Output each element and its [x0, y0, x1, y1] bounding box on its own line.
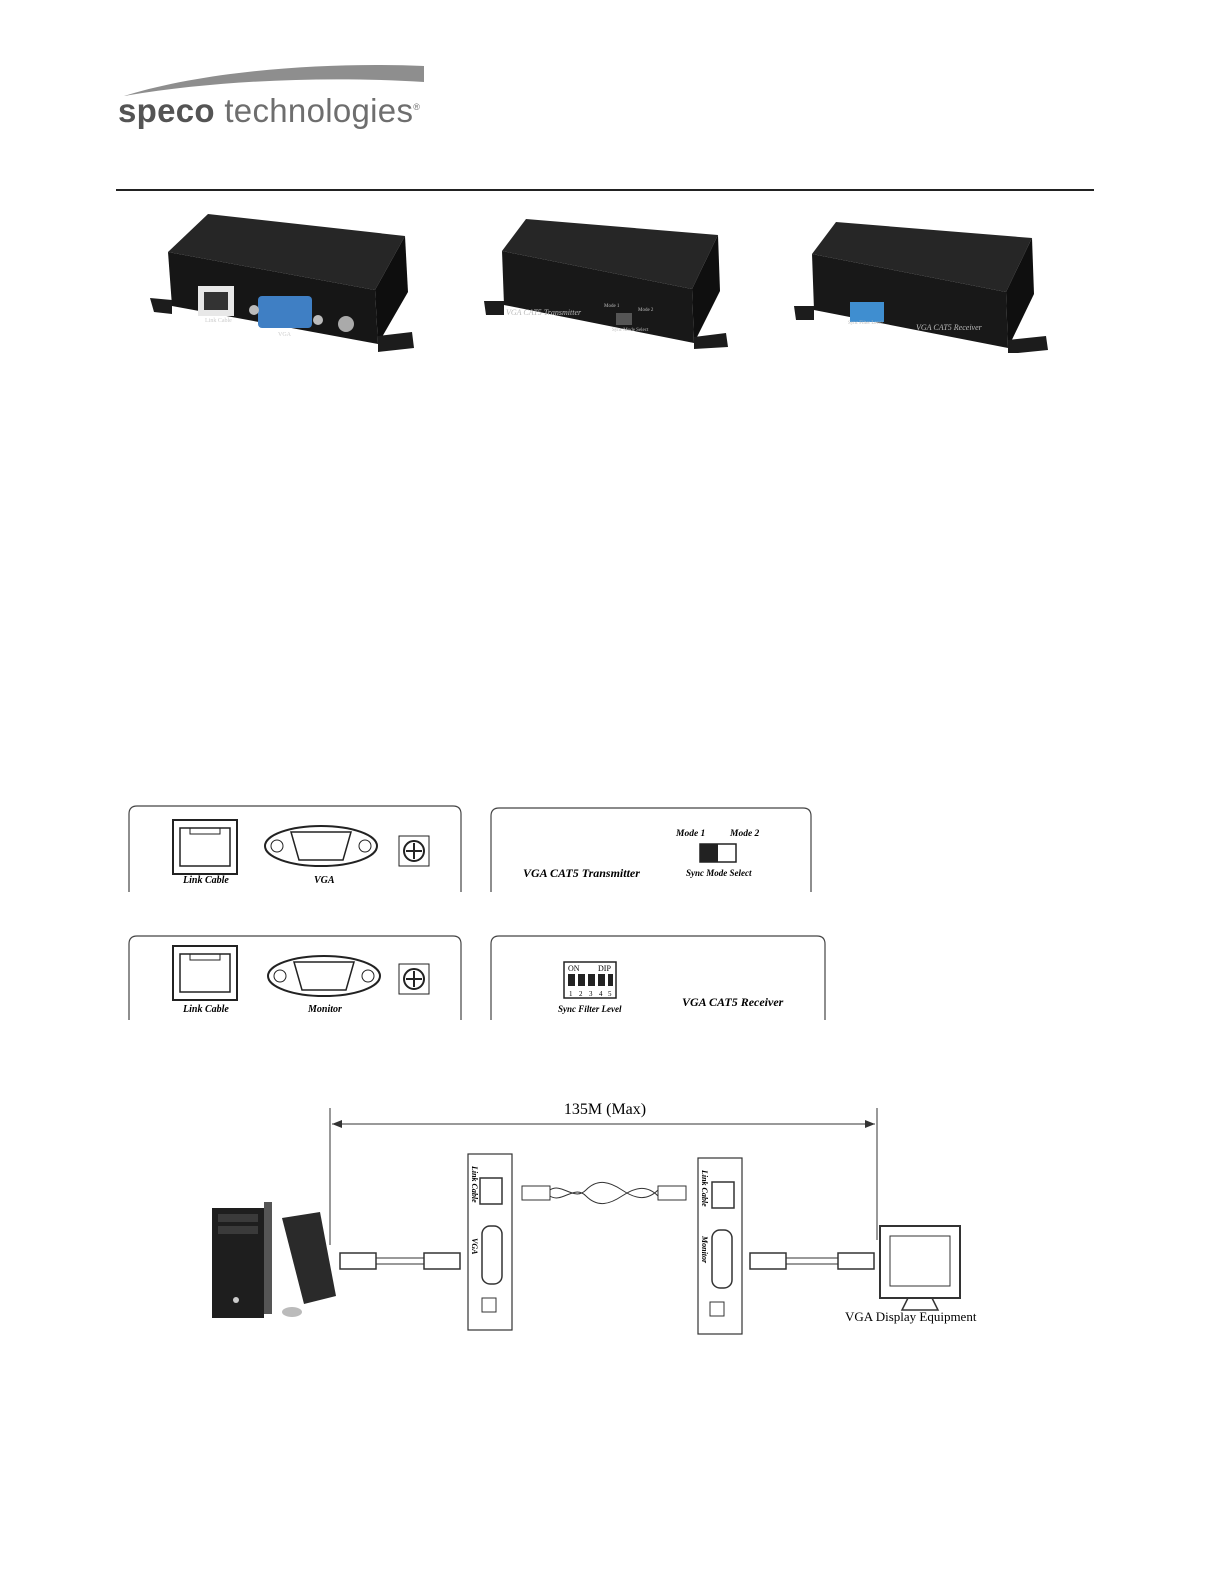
photo-mode1: Mode 1 — [604, 304, 620, 309]
photo-vga-label: VGA — [278, 332, 292, 338]
diagram-tx-vga-label: VGA — [470, 1238, 479, 1255]
vga-cable-icon — [340, 1253, 460, 1269]
photo-rx-model: VGA CAT5 Receiver — [916, 323, 983, 332]
tx-model-label: VGA CAT5 Transmitter — [523, 866, 640, 880]
photo-transmitter-front: VGA CAT5 Transmitter Mode 1 Mode 2 Sync … — [480, 215, 730, 350]
diagram-rx-port-label: Link Cable — [700, 1169, 709, 1207]
dip-on-label: ON — [568, 964, 580, 973]
photo-tx-model: VGA CAT5 Transmitter — [506, 308, 582, 317]
dip-num-5: 5 — [608, 990, 612, 998]
vga-port-icon — [265, 826, 377, 866]
tx-mode1-label: Mode 1 — [675, 829, 705, 839]
monitor-icon — [880, 1226, 960, 1310]
logo-bold-text: speco — [118, 92, 215, 129]
diagram-tx-port-label: Link Cable — [470, 1165, 479, 1203]
tx-rear-vga-label: VGA — [314, 875, 335, 886]
dip-label: DIP — [598, 964, 611, 973]
panel-tx-rear: Link Cable VGA — [128, 804, 462, 892]
photo-receiver-front: Sync Filter Level VGA CAT5 Receiver — [792, 218, 1052, 353]
connection-diagram: 135M (Max) Link Cable VGA Lin — [200, 1090, 1020, 1340]
tx-mode2-label: Mode 2 — [729, 829, 760, 839]
vga-cable-icon — [750, 1253, 874, 1269]
logo-light-text: technologies — [224, 92, 413, 129]
photo-transmitter-rear: Link Cable VGA — [150, 210, 420, 355]
panel-rx-front: ON DIP 1 2 3 4 5 Sync Filter Level VGA C… — [490, 934, 826, 1020]
rx-switch-label: Sync Filter Level — [558, 1004, 622, 1014]
ground-screw-icon — [399, 836, 429, 866]
diagram-rx-monitor-label: Monitor — [700, 1235, 709, 1264]
photo-link-label: Link Cable — [205, 318, 232, 324]
dip-num-2: 2 — [579, 990, 583, 998]
rj45-port-icon — [173, 820, 237, 874]
rx-rear-monitor-label: Monitor — [307, 1004, 342, 1015]
header-rule — [116, 189, 1094, 191]
ground-screw-icon — [399, 964, 429, 994]
rj45-port-icon — [173, 946, 237, 1000]
registered-mark: ® — [413, 102, 420, 112]
vga-port-icon — [268, 956, 380, 996]
dip-num-4: 4 — [599, 990, 603, 998]
tx-rear-port-label: Link Cable — [182, 875, 229, 886]
rx-rear-port-label: Link Cable — [182, 1004, 229, 1015]
distance-label: 135M (Max) — [564, 1101, 646, 1118]
sync-mode-switch — [700, 844, 736, 862]
logo-wordmark: speco technologies® — [118, 92, 420, 130]
dip-num-3: 3 — [589, 990, 593, 998]
computer-icon — [212, 1202, 336, 1318]
photo-switch-label: Sync Mode Select — [612, 328, 649, 333]
display-equipment-label: VGA Display Equipment — [845, 1309, 977, 1324]
tx-switch-label: Sync Mode Select — [686, 868, 752, 878]
panel-tx-front: Mode 1 Mode 2 VGA CAT5 Transmitter Sync … — [490, 806, 812, 892]
photo-mode2: Mode 2 — [638, 308, 654, 313]
photo-filter-label: Sync Filter Level — [848, 321, 883, 326]
panel-rx-rear: Link Cable Monitor — [128, 934, 462, 1020]
rx-model-label: VGA CAT5 Receiver — [682, 995, 784, 1009]
dip-num-1: 1 — [569, 990, 573, 998]
cat5-cable-icon — [522, 1182, 686, 1203]
